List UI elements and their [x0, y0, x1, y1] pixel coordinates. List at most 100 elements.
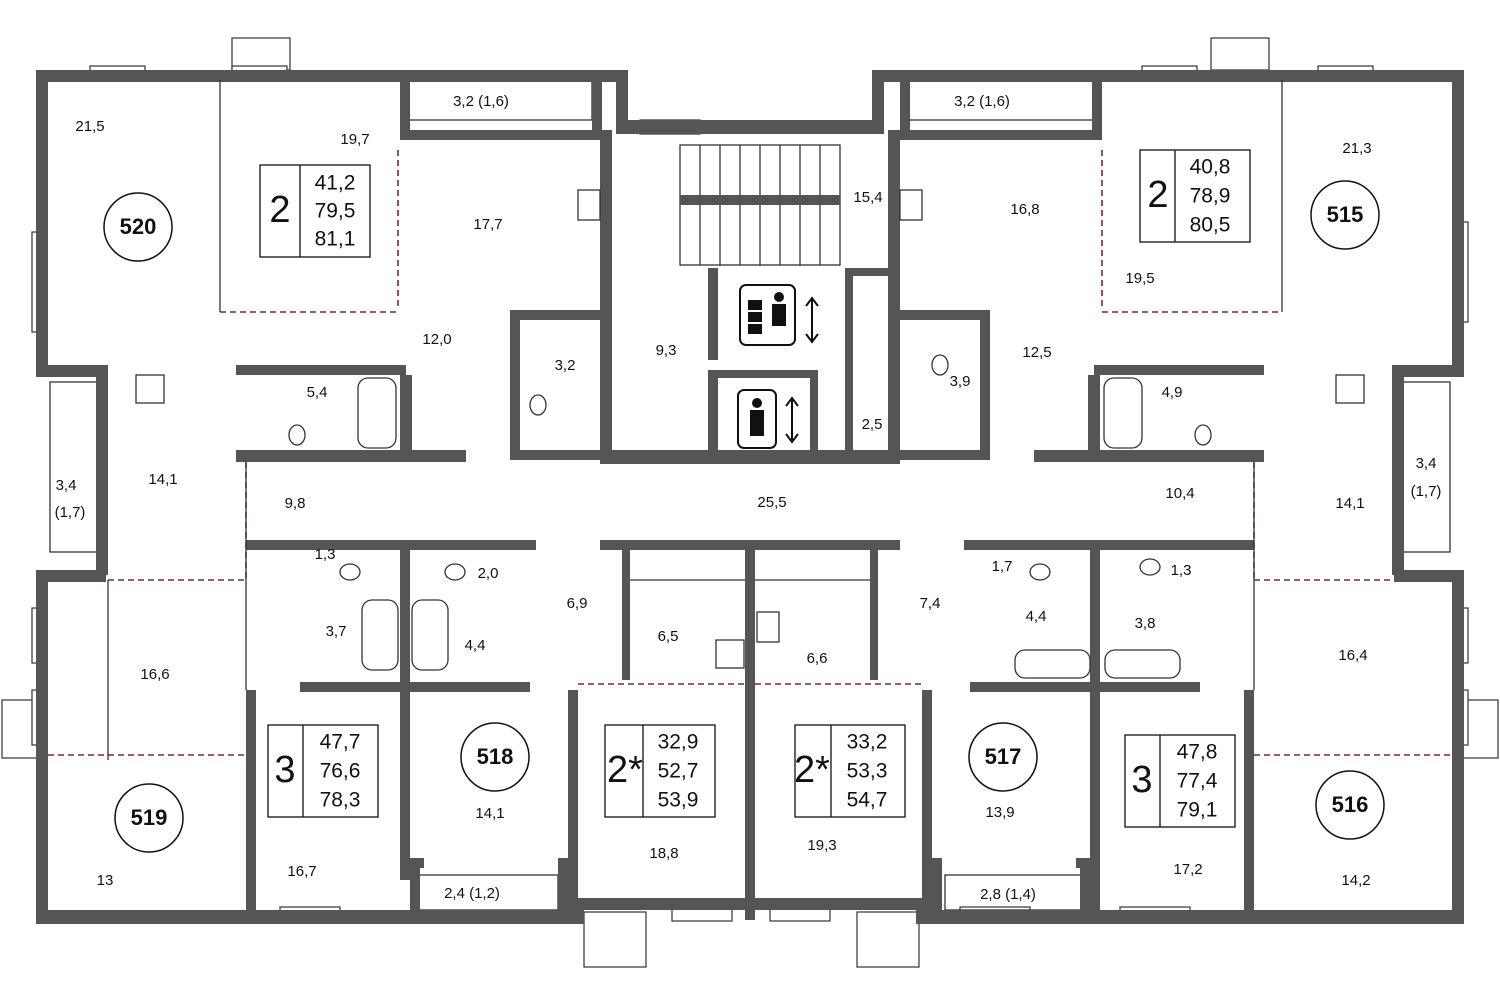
info-box-520: 2 41,2 79,5 81,1	[259, 164, 371, 258]
total-with-balcony: 80,5	[1190, 214, 1231, 237]
room-area: 3,2 (1,6)	[954, 93, 1010, 110]
room-area: 14,1	[475, 805, 504, 822]
room-area: 14,1	[148, 471, 177, 488]
room-area: 4,4	[465, 637, 486, 654]
info-box-518: 2* 32,9 52,7 53,9	[604, 724, 716, 818]
total-with-balcony: 81,1	[315, 228, 356, 251]
total-area: 53,3	[847, 760, 888, 783]
apartment-number: 518	[477, 744, 514, 769]
room-area: 14,1	[1335, 495, 1364, 512]
rooms-count: 2*	[794, 749, 830, 791]
living-area: 47,8	[1177, 741, 1218, 764]
total-area: 77,4	[1177, 770, 1218, 793]
room-area: 2,4 (1,2)	[444, 885, 500, 902]
living-area: 40,8	[1190, 156, 1231, 179]
room-area: 3,8	[1135, 615, 1156, 632]
total-area: 78,9	[1190, 185, 1231, 208]
rooms-count: 2	[269, 189, 290, 231]
room-area: 13,9	[985, 804, 1014, 821]
passenger-elevator-icon	[737, 389, 799, 449]
room-area: 13	[97, 872, 114, 889]
room-area: 4,9	[1162, 384, 1183, 401]
room-area: 9,3	[656, 342, 677, 359]
room-area: 12,5	[1022, 344, 1051, 361]
room-area: 10,4	[1165, 485, 1194, 502]
info-box-516: 3 47,8 77,4 79,1	[1124, 734, 1236, 828]
room-area: 3,2 (1,6)	[453, 93, 509, 110]
info-box-519: 3 47,7 76,6 78,3	[267, 724, 379, 818]
room-area: 1,3	[1171, 562, 1192, 579]
total-with-balcony: 78,3	[320, 789, 361, 812]
inner-walls	[96, 130, 1404, 920]
rooms-count: 2	[1147, 174, 1168, 216]
room-area: 19,3	[807, 837, 836, 854]
room-area: 3,4	[1416, 455, 1437, 472]
info-box-517: 2* 33,2 53,3 54,7	[794, 724, 906, 818]
apartment-number: 520	[120, 214, 157, 239]
total-with-balcony: 53,9	[658, 789, 699, 812]
apartment-number: 517	[985, 744, 1022, 769]
outer-walls	[36, 70, 1464, 924]
apartment-number: 515	[1327, 202, 1364, 227]
apartment-515[interactable]: 515	[1310, 180, 1380, 250]
total-with-balcony: 79,1	[1177, 799, 1218, 822]
living-area: 33,2	[847, 731, 888, 754]
room-area: 16,6	[140, 666, 169, 683]
room-area-labels: 21,5 19,7 17,7 12,0 3,2 5,4 14,1 9,8 1,3…	[55, 93, 1442, 903]
room-area: 2,0	[478, 565, 499, 582]
room-area: 6,5	[658, 628, 679, 645]
room-area: 21,5	[75, 118, 104, 135]
apartment-517[interactable]: 517	[968, 722, 1038, 792]
apartment-519[interactable]: 519	[114, 783, 184, 853]
room-area: 19,5	[1125, 270, 1154, 287]
room-area: 17,7	[473, 216, 502, 233]
room-area: 3,7	[326, 623, 347, 640]
living-area: 41,2	[315, 172, 356, 195]
room-area: 5,4	[307, 384, 328, 401]
thin-lines	[107, 80, 1283, 760]
room-area: 6,6	[807, 650, 828, 667]
room-area: 17,2	[1173, 861, 1202, 878]
apartment-number: 516	[1332, 792, 1369, 817]
apartment-number: 519	[131, 805, 168, 830]
bathtub-icon	[357, 377, 1181, 679]
room-area: 1,3	[315, 546, 336, 563]
rooms-count: 3	[274, 749, 295, 791]
room-area: 3,4	[56, 477, 77, 494]
room-area: 18,8	[649, 845, 678, 862]
total-with-balcony: 54,7	[847, 789, 888, 812]
room-area: 15,4	[853, 189, 882, 206]
room-area: 16,7	[287, 863, 316, 880]
room-area: 16,4	[1338, 647, 1367, 664]
apartment-520[interactable]: 520	[103, 192, 173, 262]
total-area: 52,7	[658, 760, 699, 783]
room-area: 3,9	[950, 373, 971, 390]
toilet-icon	[288, 354, 1212, 581]
room-separators	[48, 150, 1452, 756]
room-area: (1,7)	[1411, 483, 1442, 500]
freight-elevator-icon	[739, 284, 819, 346]
apartment-518[interactable]: 518	[460, 722, 530, 792]
stair-icon	[679, 144, 841, 266]
room-area: 4,4	[1026, 608, 1047, 625]
room-area: 3,2	[555, 357, 576, 374]
room-area: 14,2	[1341, 872, 1370, 889]
room-area: 25,5	[757, 494, 786, 511]
room-area: 12,0	[422, 331, 451, 348]
room-area: 1,7	[992, 558, 1013, 575]
room-area: 2,5	[862, 416, 883, 433]
stove-icon	[135, 189, 1365, 669]
room-area: 16,8	[1010, 201, 1039, 218]
room-area: 7,4	[920, 595, 941, 612]
room-area: 6,9	[567, 595, 588, 612]
info-box-515: 2 40,8 78,9 80,5	[1139, 149, 1251, 243]
room-area: 21,3	[1342, 140, 1371, 157]
rooms-count: 2*	[607, 749, 643, 791]
total-area: 76,6	[320, 760, 361, 783]
room-area: 2,8 (1,4)	[980, 886, 1036, 903]
room-area: 19,7	[340, 131, 369, 148]
total-area: 79,5	[315, 200, 356, 223]
rooms-count: 3	[1131, 759, 1152, 801]
apartment-516[interactable]: 516	[1315, 770, 1385, 840]
